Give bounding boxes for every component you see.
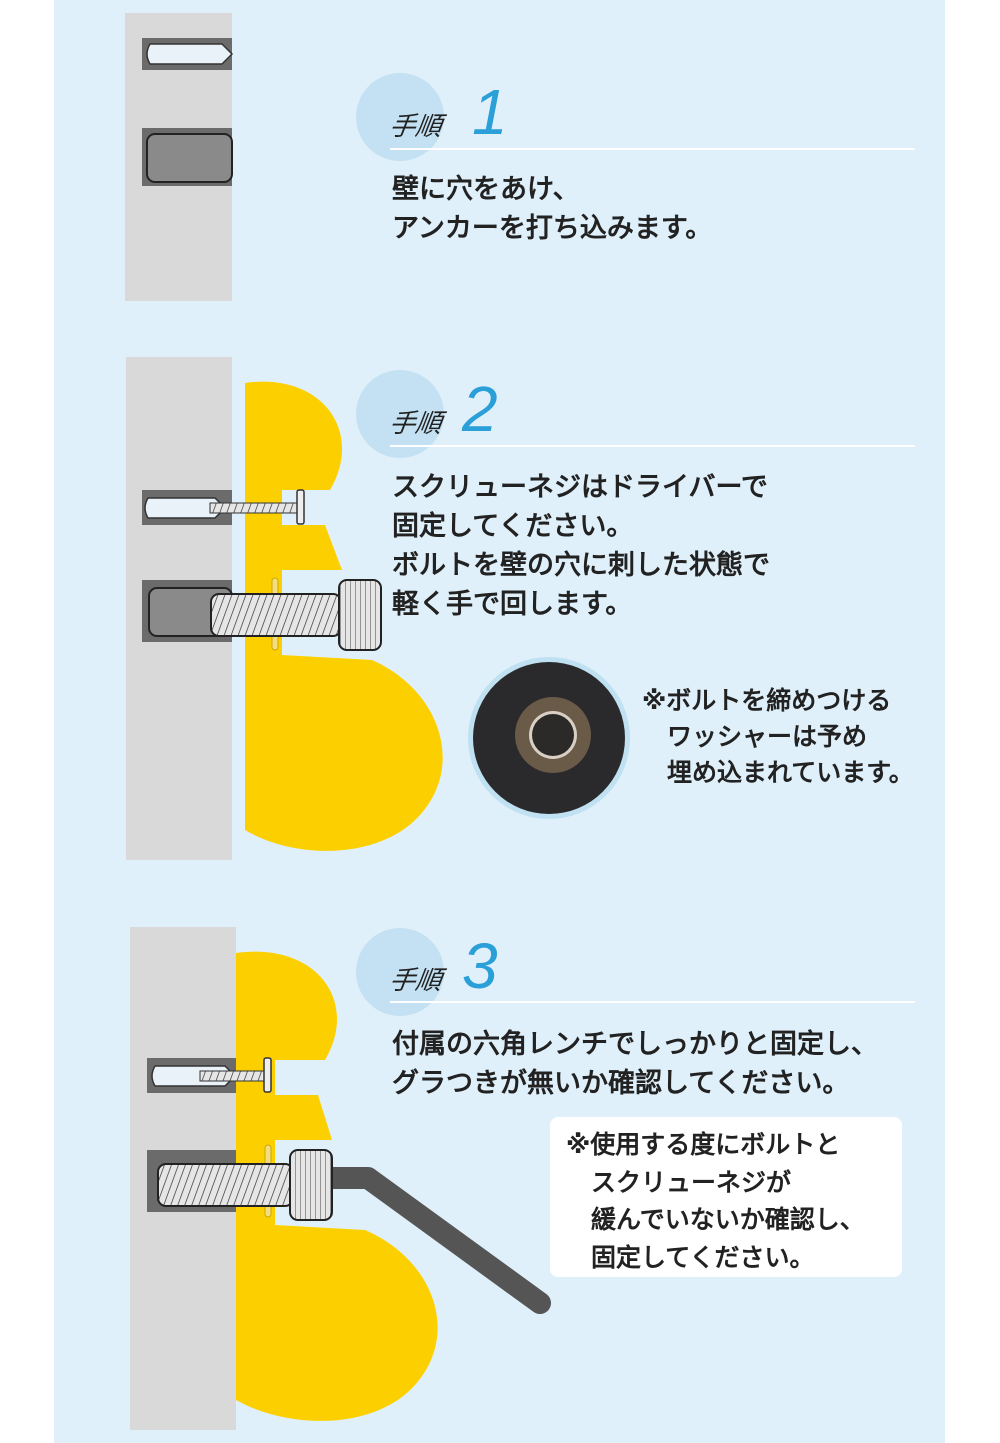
text-line: アンカーを打ち込みます。 <box>392 213 713 244</box>
text-line: グラつきが無いか確認してください。 <box>392 1068 850 1099</box>
note-line: スクリューネジが <box>566 1167 792 1197</box>
step3-note: ※使用する度にボルトと スクリューネジが 緩んでいないか確認し、 固定してくださ… <box>566 1126 865 1276</box>
step2-wall-illustration <box>126 357 443 860</box>
step1-number: 1 <box>472 76 508 148</box>
step1-badge-circle <box>356 73 444 161</box>
text-line: 軽く手で回します。 <box>392 589 633 620</box>
note-line: 固定してください。 <box>566 1242 815 1272</box>
step2-badge-circle <box>356 370 444 458</box>
text-line: 付属の六角レンチでしっかりと固定し、 <box>392 1029 878 1060</box>
step2-label: 手順 <box>387 409 444 439</box>
step3-label: 手順 <box>387 966 444 996</box>
step3-divider <box>390 1001 915 1003</box>
step2-divider <box>390 445 915 447</box>
anchor-icon <box>146 43 234 65</box>
step2-text: スクリューネジはドライバーで 固定してください。 ボルトを壁の穴に刺した状態で … <box>392 468 770 624</box>
step2-note: ※ボルトを締めつける ワッシャーは予め 埋め込まれています。 <box>642 683 914 791</box>
text-line: ボルトを壁の穴に刺した状態で <box>392 550 770 581</box>
step3-note-box <box>550 1117 902 1277</box>
text-line: 壁に穴をあけ、 <box>392 174 580 205</box>
note-line: ワッシャーは予め <box>642 722 868 751</box>
step2-number: 2 <box>462 373 498 445</box>
step1-wall-illustration <box>125 13 234 301</box>
step3-wall-illustration <box>130 927 551 1430</box>
note-line: 埋め込まれています。 <box>642 758 914 787</box>
step3-text: 付属の六角レンチでしっかりと固定し、 グラつきが無いか確認してください。 <box>392 1025 878 1103</box>
step3-number: 3 <box>462 930 498 1002</box>
step1-text: 壁に穴をあけ、 アンカーを打ち込みます。 <box>392 170 712 248</box>
washer-photo <box>468 657 630 819</box>
step1-label: 手順 <box>387 112 444 142</box>
hex-wrench-icon <box>319 1167 551 1314</box>
note-line: ※使用する度にボルトと <box>566 1130 841 1159</box>
step1-divider <box>390 148 915 150</box>
text-line: 固定してください。 <box>392 511 634 542</box>
note-line: ※ボルトを締めつける <box>642 686 892 715</box>
note-line: 緩んでいないか確認し、 <box>566 1205 865 1234</box>
text-line: スクリューネジはドライバーで <box>392 472 768 503</box>
